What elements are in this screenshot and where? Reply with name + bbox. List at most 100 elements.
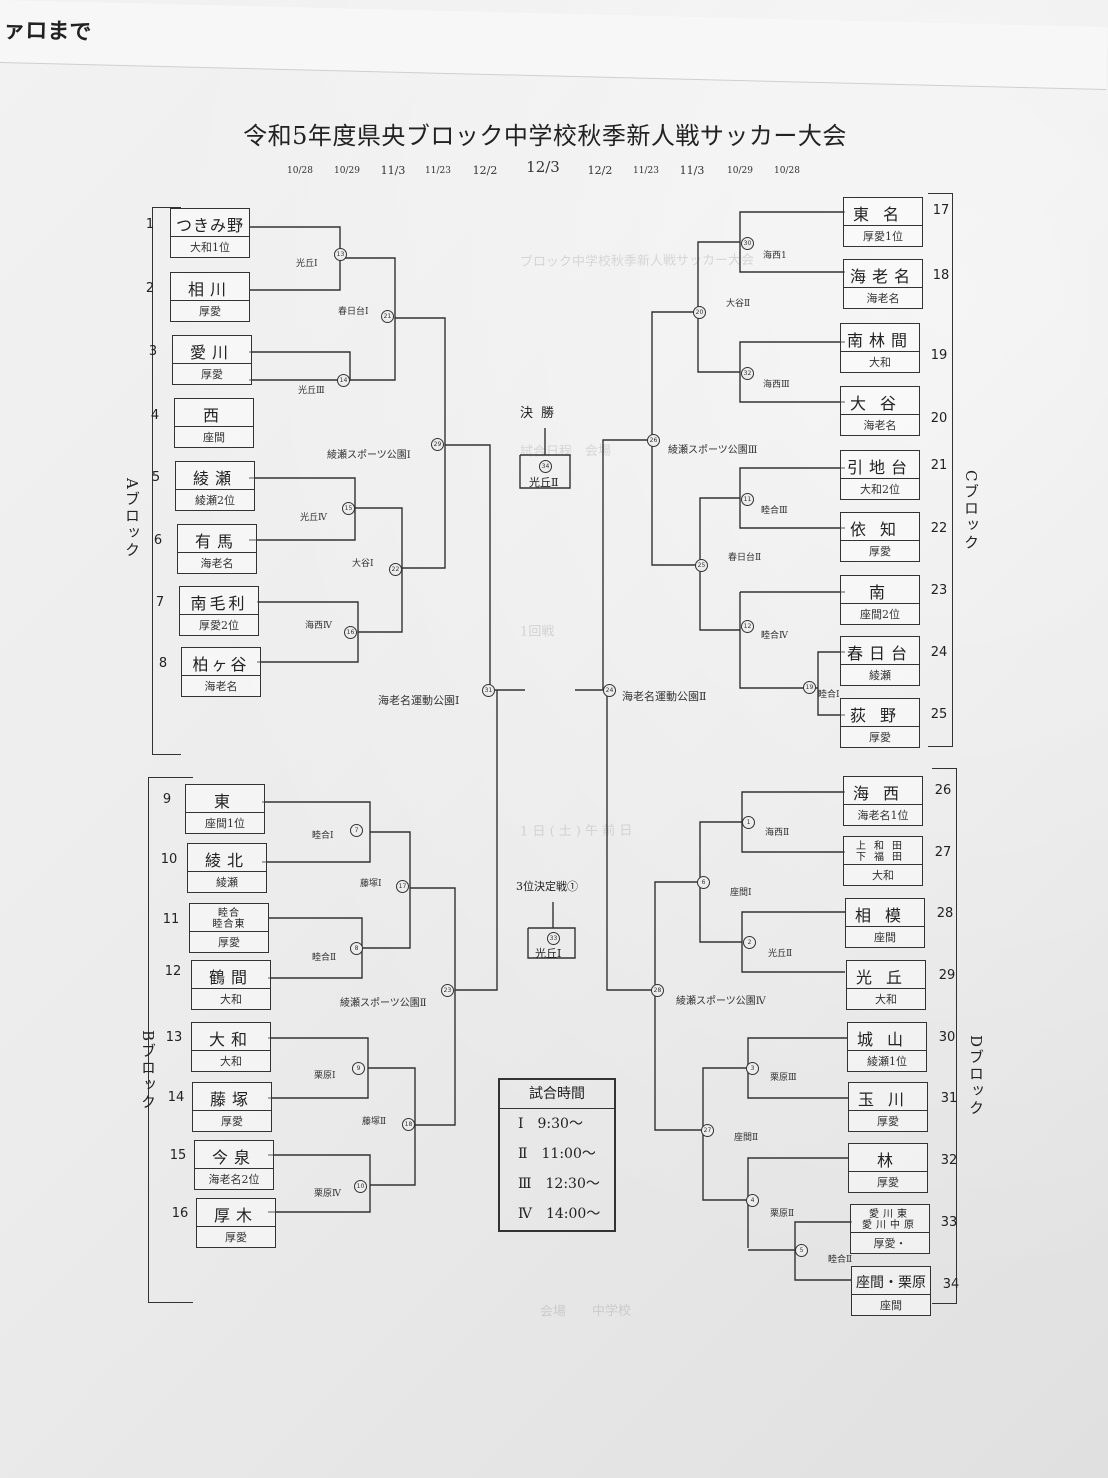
- team-slot: 林厚愛: [848, 1143, 928, 1193]
- bracket-line: [455, 690, 498, 991]
- venue-label: 栗原Ⅱ: [770, 1209, 795, 1219]
- seed-number: 11: [162, 912, 180, 927]
- bracket-line: [817, 651, 845, 716]
- seed-number: 29: [938, 968, 956, 983]
- team-qualifier: 厚愛: [199, 305, 221, 318]
- round-date: 11/23: [425, 166, 451, 176]
- venue-label: 海西Ⅲ: [763, 380, 790, 390]
- bracket-line: [445, 444, 525, 691]
- game-number: 26: [647, 434, 660, 447]
- game-number: 16: [344, 626, 357, 639]
- team-qualifier: 座間1位: [205, 817, 245, 830]
- match-time-row: Ⅱ 11:00〜: [518, 1146, 596, 1162]
- game-number: 9: [352, 1062, 365, 1075]
- team-name: 城山: [848, 1025, 926, 1051]
- team-qualifier: 座間2位: [860, 608, 900, 621]
- team-slot: 依知厚愛: [840, 512, 920, 562]
- seed-number: 14: [167, 1090, 185, 1105]
- team-name: 大和: [192, 1025, 270, 1051]
- venue-label: 光丘Ⅳ: [300, 513, 327, 523]
- venue-label: 光丘Ⅱ: [768, 949, 793, 959]
- team-slot: 愛川東 愛川中原厚愛・: [850, 1204, 930, 1254]
- team-qualifier: 座間: [880, 1299, 902, 1312]
- team-qualifier: 厚愛・: [873, 1237, 907, 1250]
- team-name: 東: [186, 787, 264, 813]
- team-slot: 光丘大和: [846, 960, 926, 1010]
- game-number: 3: [746, 1062, 759, 1075]
- venue-label: 栗原Ⅰ: [314, 1071, 336, 1081]
- seed-number: 4: [150, 408, 160, 423]
- seed-number: 34: [942, 1277, 960, 1292]
- team-name: 海西: [844, 779, 922, 805]
- team-qualifier: 大和: [220, 993, 242, 1006]
- bracket-line: [741, 791, 845, 853]
- game-number: 15: [342, 502, 355, 515]
- venue-label: 睦合Ⅳ: [761, 631, 788, 641]
- team-name: 柏ヶ谷: [182, 650, 260, 676]
- game-number: 17: [396, 880, 409, 893]
- match-time-row: Ⅰ 9:30〜: [518, 1116, 583, 1132]
- venue-label: 海老名運動公園Ⅰ: [378, 694, 460, 707]
- team-slot: 相川厚愛: [170, 272, 250, 322]
- seed-number: 28: [936, 906, 954, 921]
- game-number: 27: [701, 1124, 714, 1137]
- team-slot: 城山綾瀬1位: [847, 1022, 927, 1072]
- team-qualifier: 綾瀬1位: [867, 1055, 907, 1068]
- match-time-table: 試合時間 Ⅰ 9:30〜 Ⅱ 11:00〜 Ⅲ 12:30〜 Ⅳ 14:00〜: [498, 1078, 616, 1232]
- seed-number: 24: [930, 645, 948, 660]
- team-name: 有馬: [178, 527, 256, 553]
- team-qualifier: 厚愛: [877, 1176, 899, 1189]
- team-slot: 睦合 睦合東厚愛: [189, 903, 269, 953]
- team-slot: 西座間: [174, 398, 254, 448]
- team-slot: 有馬海老名: [177, 524, 257, 574]
- block-c-frame: [928, 193, 953, 747]
- bracket-line: [362, 831, 411, 949]
- team-qualifier: 厚愛: [225, 1231, 247, 1244]
- match-time-row: Ⅲ 12:30〜: [518, 1176, 600, 1192]
- team-name: 今泉: [195, 1143, 273, 1169]
- bracket-line: [355, 507, 403, 633]
- team-slot: 海老名海老名: [843, 259, 923, 309]
- team-name: 相川: [171, 275, 249, 301]
- team-name: 西: [175, 401, 253, 427]
- team-name: 大谷: [841, 389, 919, 415]
- team-name: 春日台: [841, 639, 919, 665]
- bracket-line: [410, 887, 456, 1126]
- block-b-label: Bブロック: [139, 1030, 157, 1112]
- team-qualifier: 大和: [220, 1055, 242, 1068]
- bracket-line: [739, 341, 845, 403]
- venue-label: 綾瀬スポーツ公園Ⅳ: [676, 996, 766, 1007]
- team-qualifier: 大和: [875, 993, 897, 1006]
- team-slot: つきみ野大和1位: [170, 208, 250, 258]
- team-slot: 荻野厚愛: [840, 698, 920, 748]
- bracket-line: [268, 1154, 371, 1213]
- team-slot: 柏ヶ谷海老名: [181, 647, 261, 697]
- bracket-line: [257, 601, 359, 663]
- team-slot: 愛川厚愛: [172, 335, 252, 385]
- game-number: 31: [482, 684, 495, 697]
- bracket-line: [739, 211, 845, 273]
- team-name: 愛川: [173, 338, 251, 364]
- seed-number: 30: [938, 1030, 956, 1045]
- block-b-frame: [148, 777, 193, 1303]
- team-slot: 大谷海老名: [840, 386, 920, 436]
- team-name: 睦合 睦合東: [190, 906, 268, 932]
- bracket-line: [395, 317, 446, 569]
- seed-number: 3: [148, 344, 158, 359]
- bracket-line: [606, 690, 655, 991]
- seed-number: 27: [934, 845, 952, 860]
- match-time-header: 試合時間: [500, 1080, 614, 1109]
- bracket-line: [741, 911, 845, 973]
- round-date: 11/3: [380, 164, 406, 177]
- venue-label: 綾瀬スポーツ公園Ⅱ: [340, 998, 427, 1009]
- game-number: 19: [803, 681, 816, 694]
- venue-label: 光丘Ⅰ: [296, 259, 318, 269]
- team-name: 光丘: [847, 963, 925, 989]
- team-qualifier: 大和: [869, 356, 891, 369]
- block-a-frame: [152, 207, 181, 755]
- bracket-line: [268, 917, 363, 979]
- team-name: 藤塚: [193, 1085, 271, 1111]
- team-qualifier: 厚愛: [877, 1115, 899, 1128]
- seed-number: 26: [934, 783, 952, 798]
- team-name: 荻野: [841, 701, 919, 727]
